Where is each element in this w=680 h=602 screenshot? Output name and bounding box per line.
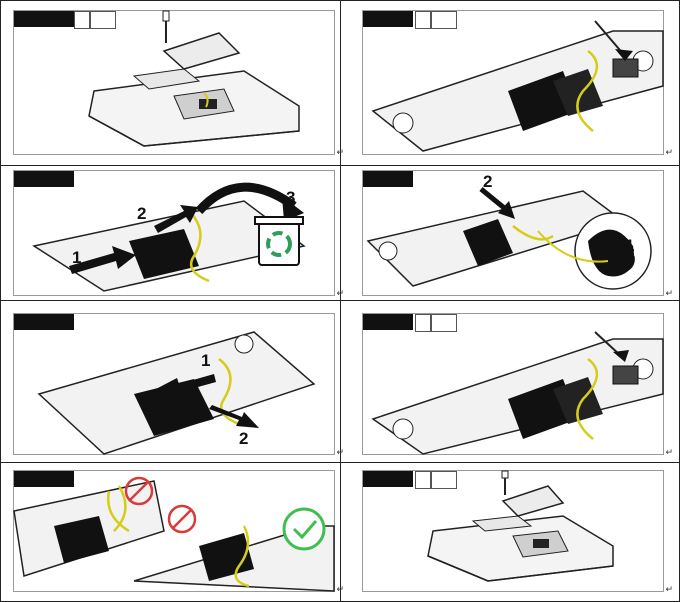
step-7-panel: ↵	[13, 470, 344, 595]
return-mark: ↵	[336, 448, 344, 458]
step-header-bar	[363, 471, 413, 487]
callout-2: 2	[483, 172, 492, 191]
screwdriver-icon	[431, 314, 457, 332]
callout-1: 1	[72, 248, 81, 267]
callout-3: 3	[286, 188, 295, 207]
battery-removal-illustration: 1 2 3	[32, 182, 306, 292]
return-mark: ↵	[336, 585, 344, 595]
return-mark: ↵	[665, 448, 673, 458]
pin-icon	[415, 11, 431, 29]
step-header-bar	[363, 171, 413, 187]
screwdriver-icon	[90, 11, 116, 29]
return-mark: ↵	[336, 289, 344, 299]
return-mark: ↵	[665, 585, 673, 595]
step-1-panel: ↵	[13, 10, 344, 158]
grid-line	[0, 0, 1, 602]
pin-icon	[415, 471, 431, 489]
step-4-panel: 2 1 ↵	[362, 170, 673, 299]
meter-close-illustration	[427, 470, 614, 582]
callout-2: 2	[239, 429, 248, 448]
return-mark: ↵	[665, 148, 673, 158]
step-header-bar	[363, 314, 413, 330]
step-2-panel: ↵	[362, 10, 673, 158]
battery-insert-illustration: 2 1	[366, 172, 652, 290]
pin-icon	[74, 11, 90, 29]
cable-routing-illustration	[13, 476, 335, 592]
battery-compartment-illustration	[371, 20, 664, 152]
callout-1: 1	[201, 351, 210, 370]
grid-line	[340, 0, 341, 602]
step-6-panel: ↵	[362, 313, 673, 458]
step-header-bar	[14, 314, 74, 330]
connector-plug-illustration	[371, 331, 664, 455]
step-header-bar	[14, 171, 74, 187]
meter-open-illustration	[88, 10, 300, 147]
pin-icon	[415, 314, 431, 332]
step-header-bar	[14, 11, 74, 27]
step-header-bar	[14, 471, 74, 487]
step-5-panel: 1 2 ↵	[13, 313, 344, 458]
callout-1: 1	[625, 236, 634, 255]
step-8-panel: ↵	[362, 470, 673, 595]
callout-2: 2	[137, 204, 146, 223]
step-3-panel: 1 2 3 ↵	[13, 170, 344, 299]
step-header-bar	[363, 11, 413, 27]
battery-seat-illustration: 1 2	[37, 331, 316, 455]
return-mark: ↵	[336, 148, 344, 158]
screwdriver-icon	[431, 471, 457, 489]
return-mark: ↵	[665, 289, 673, 299]
screwdriver-icon	[431, 11, 457, 29]
